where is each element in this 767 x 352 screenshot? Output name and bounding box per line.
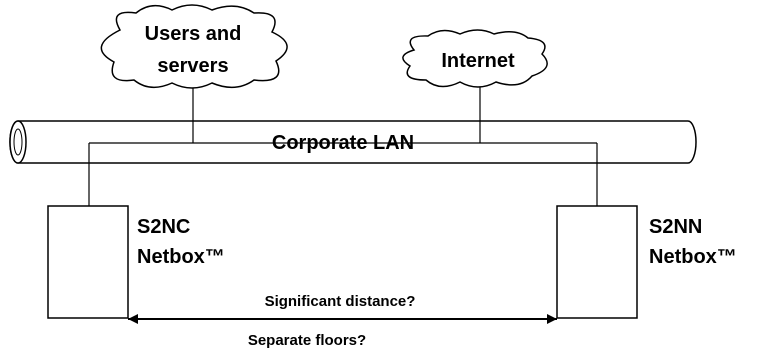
internet-cloud-label: Internet xyxy=(441,50,515,72)
users-cloud-label-line2: servers xyxy=(157,55,228,77)
users-servers-cloud: Users and servers xyxy=(100,4,288,89)
s2nn-device-box xyxy=(556,205,638,319)
s2nc-device-label-line1: S2NC xyxy=(137,216,190,238)
s2nc-device-box xyxy=(47,205,129,319)
connection-lines xyxy=(88,80,598,206)
users-cloud-label-line1: Users and xyxy=(145,23,242,45)
s2nc-netbox-device: S2NC Netbox™ xyxy=(47,205,225,319)
distance-arrow-top-label: Significant distance? xyxy=(265,293,416,310)
distance-arrow-bottom-label: Separate floors? xyxy=(248,332,366,349)
internet-cloud: Internet xyxy=(402,29,548,88)
corporate-lan-pipe xyxy=(9,120,697,164)
s2nn-device-label-line1: S2NN xyxy=(649,216,702,238)
s2nn-netbox-device: S2NN Netbox™ xyxy=(556,205,737,319)
s2nc-device-label-line2: Netbox™ xyxy=(137,246,225,268)
corporate-lan-label: Corporate LAN xyxy=(272,132,414,154)
s2nn-device-label-line2: Netbox™ xyxy=(649,246,737,268)
